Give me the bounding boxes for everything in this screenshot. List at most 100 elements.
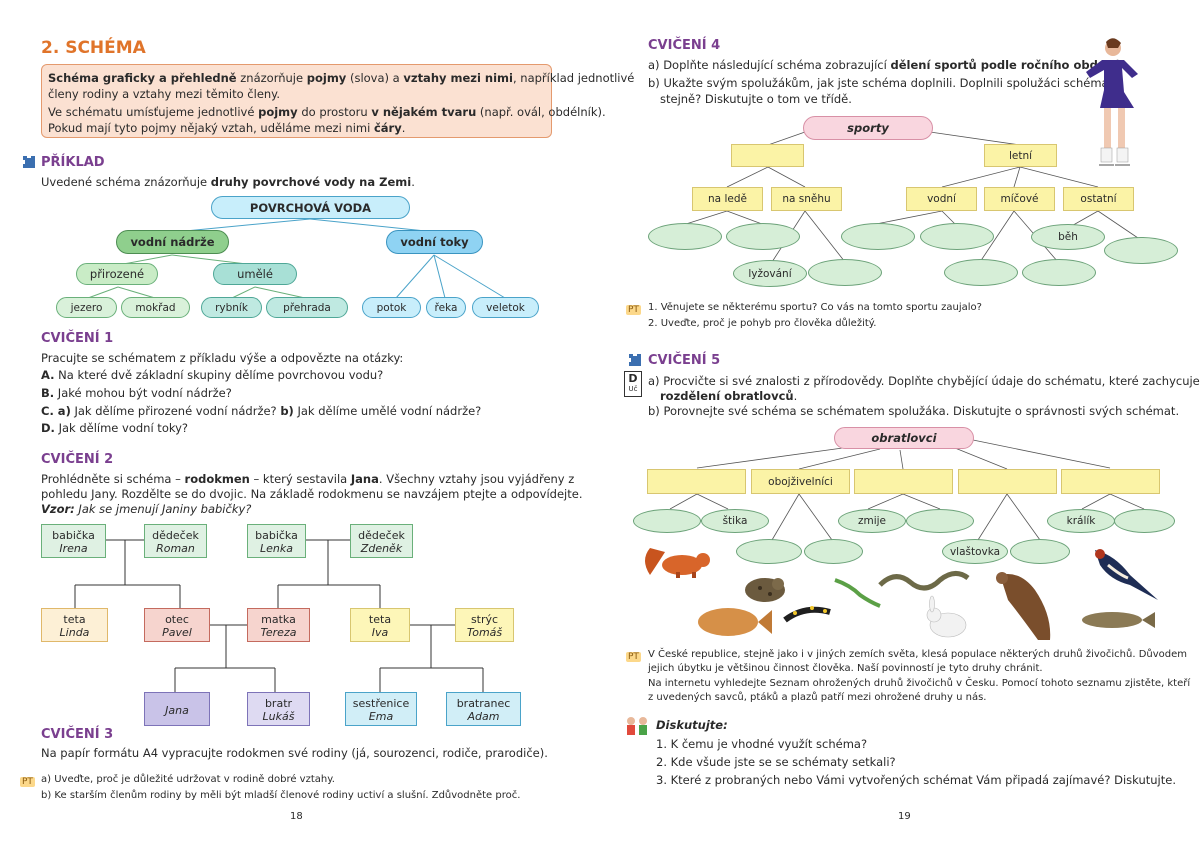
blank-oval[interactable] xyxy=(1010,539,1070,564)
node-stika: štika xyxy=(701,509,769,533)
rabbit-icon xyxy=(926,595,967,638)
ex5-b: b) Porovnejte své schéma se schématem sp… xyxy=(648,404,1180,418)
node-vlastovka: vlaštovka xyxy=(942,539,1008,564)
node-vodni-toky: vodní toky xyxy=(386,230,483,254)
node-prehrada: přehrada xyxy=(266,297,348,318)
eagle-icon xyxy=(996,572,1051,640)
ex2-example: Vzor: Jak se jmenují Janiny babičky? xyxy=(41,502,252,516)
node-mokrad: mokřad xyxy=(121,297,190,318)
node-beh: běh xyxy=(1031,224,1105,250)
node-umele: umělé xyxy=(213,263,297,285)
intro-term-schema: Schéma graficky a přehledně xyxy=(48,71,237,85)
ex1-question-a: A. Na které dvě základní skupiny dělíme … xyxy=(41,368,384,382)
intro-box: Schéma graficky a přehledně znázorňuje p… xyxy=(41,64,634,138)
ex5-pt-line4: z uvedených savců, ptáků a plazů patří m… xyxy=(648,692,987,703)
node-kralik: králík xyxy=(1047,509,1115,533)
pike-icon xyxy=(1082,612,1155,628)
blank-oval[interactable] xyxy=(1022,259,1096,286)
snake-icon xyxy=(878,571,970,591)
discuss-q3: 3. Které z probraných nebo Vámi vytvořen… xyxy=(656,773,1176,787)
ex2-line1: Prohlédněte si schéma – rodokmen – který… xyxy=(41,472,575,486)
node-potok: potok xyxy=(362,297,421,318)
blank-oval[interactable] xyxy=(906,509,974,533)
node-reka: řeka xyxy=(426,297,466,318)
node-povrchova-voda: POVRCHOVÁ VODA xyxy=(211,196,410,219)
ex5-title: CVIČENÍ 5 xyxy=(648,353,721,368)
toad-icon xyxy=(745,578,785,602)
ex2-line2: pohledu Jany. Rozdělte se do dvojic. Na … xyxy=(41,487,583,501)
squirrel-icon xyxy=(645,548,710,578)
ex1-question-c: C. a) Jak dělíme přirozené vodní nádrže?… xyxy=(41,404,482,418)
children-icon xyxy=(624,716,650,741)
node-veletok: veletok xyxy=(472,297,539,318)
node-na-snehu: na sněhu xyxy=(771,187,842,211)
blank-oval[interactable] xyxy=(808,259,882,286)
ex3-pt-b: b) Ke starším členům rodiny by měli být … xyxy=(41,790,521,801)
pt-badge: PT xyxy=(20,777,35,787)
page-number-right: 19 xyxy=(898,811,911,822)
blank-oval[interactable] xyxy=(841,223,915,250)
node-micove: míčové xyxy=(984,187,1055,211)
section-title: 2. SCHÉMA xyxy=(41,38,146,58)
pt-badge: PT xyxy=(626,652,641,662)
ex1-question-b: B. Jaké mohou být vodní nádrže? xyxy=(41,386,232,400)
example-title: PŘÍKLAD xyxy=(41,155,105,170)
node-zmije: zmije xyxy=(838,509,906,533)
blank-oval[interactable] xyxy=(726,223,800,250)
node-letni: letní xyxy=(984,144,1057,167)
blank-oval[interactable] xyxy=(633,509,701,533)
blank-oval[interactable] xyxy=(1114,509,1175,533)
node-jezero: jezero xyxy=(56,297,117,318)
family-tree-lines xyxy=(74,539,484,692)
blank-box-zimni[interactable] xyxy=(731,144,804,167)
ex3-pt-a: a) Uveďte, proč je důležité udržovat v r… xyxy=(41,774,335,785)
ex1-question-d: D. Jak dělíme vodní toky? xyxy=(41,421,189,435)
puzzle-icon xyxy=(628,353,642,370)
d-uc-badge: D Uč xyxy=(624,371,642,397)
tree-jana: Jana xyxy=(144,692,210,726)
ex5-pt-line1: V České republice, stejně jako i v jinýc… xyxy=(648,649,1188,660)
ex5-a2: rozdělení obratlovců. xyxy=(660,389,798,403)
swallow-icon xyxy=(1095,549,1158,600)
node-ostatni: ostatní xyxy=(1063,187,1134,211)
blank-oval[interactable] xyxy=(648,223,722,250)
node-sporty: sporty xyxy=(803,116,933,140)
node-lyzovani: lyžování xyxy=(733,260,807,287)
ex5-a1: a) Procvičte si své znalosti z přírodově… xyxy=(648,374,1200,388)
blank-oval[interactable] xyxy=(944,259,1018,286)
salamander-icon xyxy=(783,606,831,623)
ex5-pt-line3: Na internetu vyhledejte Seznam ohroženýc… xyxy=(648,678,1191,689)
blank-oval[interactable] xyxy=(804,539,863,564)
ex4-b1: b) Ukažte svým spolužákům, jak jste sché… xyxy=(648,76,1109,90)
node-obratlovci: obratlovci xyxy=(834,427,974,449)
example-text: Uvedené schéma znázorňuje druhy povrchov… xyxy=(41,175,415,189)
blank-box-plazi[interactable] xyxy=(854,469,953,494)
ex1-intro: Pracujte se schématem z příkladu výše a … xyxy=(41,351,404,365)
page-number-left: 18 xyxy=(290,811,303,822)
blank-box-ptaci[interactable] xyxy=(958,469,1057,494)
node-vodni: vodní xyxy=(906,187,977,211)
blank-oval[interactable] xyxy=(920,223,994,250)
blank-oval[interactable] xyxy=(736,539,802,564)
blank-box-ryby[interactable] xyxy=(647,469,746,494)
blank-oval[interactable] xyxy=(1104,237,1178,264)
pt-badge: PT xyxy=(626,305,641,315)
ex3-title: CVIČENÍ 3 xyxy=(41,727,114,742)
blank-box-savci[interactable] xyxy=(1061,469,1160,494)
node-vodni-nadrze: vodní nádrže xyxy=(116,230,229,254)
discuss-title: Diskutujte: xyxy=(656,718,728,732)
